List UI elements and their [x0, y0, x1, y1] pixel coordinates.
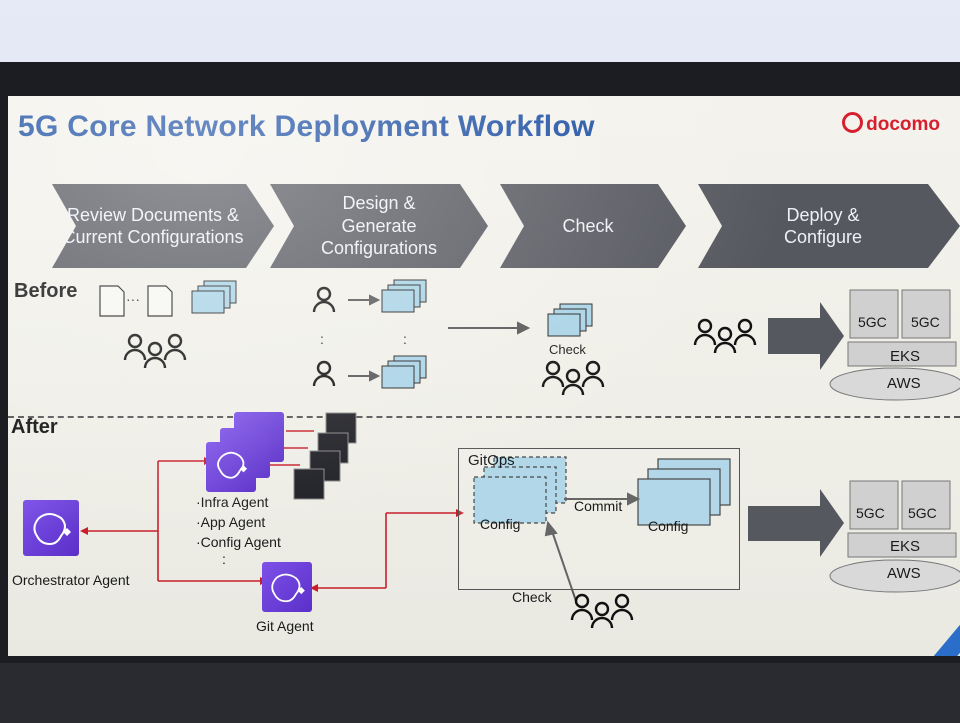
aws-cloud-icon [829, 367, 960, 401]
after-diagram [80, 412, 960, 629]
stage-label-1: Review Documents & Current Configuration… [62, 204, 244, 248]
stage-chevron-1 [52, 184, 274, 268]
before-diagram: ··· : : [99, 279, 960, 401]
before-5gc-2: 5GC [911, 314, 940, 330]
connector-lines [88, 430, 456, 589]
commit-arrow [564, 492, 641, 506]
people-group-icon [541, 318, 757, 396]
orchestrator-agent-icon [23, 500, 79, 556]
before-5gc-1: 5GC [858, 314, 887, 330]
stage-chevron-2 [270, 184, 488, 268]
after-5gc-1: 5GC [856, 505, 885, 521]
logo-text: docomo [866, 114, 940, 135]
people-group-icon [570, 593, 634, 629]
sub-agent-icon [206, 442, 256, 492]
logo-mark-icon [842, 112, 864, 133]
config-stack-icon [547, 303, 593, 337]
stage-chevrons [52, 184, 960, 268]
document-icon [99, 285, 173, 317]
monitor-bottom-bar [0, 663, 960, 723]
before-check-label: Check [549, 342, 586, 357]
svg-text::: : [403, 331, 407, 347]
server-box-icon [847, 289, 957, 367]
stage-chevron-3 [500, 184, 686, 268]
git-agent-label: Git Agent [256, 618, 314, 634]
people-group-icon [123, 333, 187, 369]
section-divider [8, 416, 960, 418]
slide-title: 5G Core Network Deployment Workflow [18, 110, 595, 143]
arrow-icon [348, 294, 381, 382]
svg-text::: : [320, 331, 324, 347]
arrow-icon [448, 321, 531, 335]
stage-label-3: Check [562, 215, 614, 236]
person-icon [312, 286, 336, 387]
svg-text:···: ··· [126, 291, 140, 307]
check-label: Check [512, 589, 552, 605]
gitops-label: GitOps [468, 452, 515, 469]
aws-cloud-icon [829, 559, 960, 593]
before-aws: AWS [887, 375, 921, 392]
config-left-label: Config [480, 516, 521, 532]
before-label: Before [14, 280, 78, 302]
stage-label-4: Deploy & Configure [783, 204, 863, 248]
after-label: After [11, 416, 58, 438]
agent-list-item-config: ·Config Agent [196, 534, 281, 550]
config-stack-icon [637, 458, 731, 526]
agent-list-item-app: ·App Agent [196, 514, 266, 530]
agent-list-item-infra: ·Infra Agent [196, 494, 269, 510]
orchestrator-agent-label: Orchestrator Agent [12, 572, 130, 588]
commit-label: Commit [574, 498, 623, 514]
deploy-arrow [768, 302, 844, 370]
deploy-arrow [748, 489, 844, 557]
config-dashed-stack [473, 456, 567, 524]
docomo-logo: docomo [842, 112, 940, 136]
config-right-label: Config [648, 518, 689, 534]
after-aws: AWS [887, 565, 921, 582]
git-agent-icon [262, 562, 312, 612]
agent-list-ellipsis: : [222, 551, 226, 567]
stage-chevron-4 [698, 184, 960, 268]
presentation-screen: 5G Core Network Deployment Workflow doco… [8, 96, 960, 656]
after-eks: EKS [890, 538, 921, 555]
server-box-icon [847, 480, 957, 558]
config-stack-icon [381, 279, 427, 389]
package-icon [293, 412, 357, 500]
after-5gc-2: 5GC [908, 505, 937, 521]
before-eks: EKS [890, 348, 921, 365]
stage-label-2: Design & Generate Configurations [320, 193, 438, 259]
config-stack-icon [191, 280, 237, 314]
gitops-box [458, 448, 740, 590]
